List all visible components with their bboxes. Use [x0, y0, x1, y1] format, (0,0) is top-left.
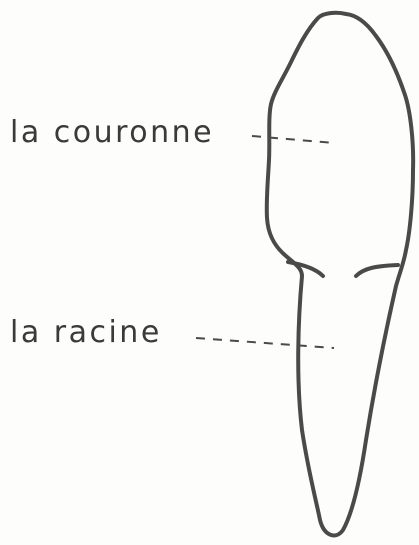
root-label: la racine [10, 315, 162, 350]
left-junction-arc [288, 262, 323, 276]
right-junction-arc [356, 265, 398, 276]
root-leader-line [196, 338, 334, 348]
crown-leader-line [252, 136, 334, 143]
crown-label: la couronne [10, 115, 214, 150]
tooth-outline [267, 13, 413, 536]
